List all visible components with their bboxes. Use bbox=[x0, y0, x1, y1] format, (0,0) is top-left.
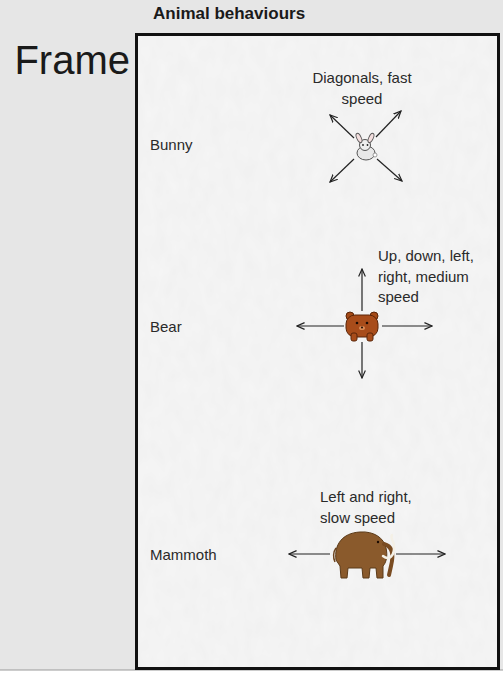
animal-name: Mammoth bbox=[150, 545, 217, 566]
snow-ground bbox=[136, 34, 499, 669]
animal-name: Bunny bbox=[150, 135, 193, 156]
bunny-icon bbox=[355, 133, 377, 160]
bear-arrows bbox=[297, 269, 432, 378]
bear-icon bbox=[346, 312, 378, 341]
behaviour-note: Left and right, slow speed bbox=[320, 487, 444, 528]
frame-heading: Frame bbox=[14, 38, 130, 82]
bunny-arrows bbox=[330, 111, 402, 182]
animal-name: Bear bbox=[150, 317, 182, 338]
behaviour-note: Up, down, left, right, medium speed bbox=[378, 246, 494, 308]
mammoth-icon bbox=[334, 532, 395, 578]
diagram-title: Animal behaviours bbox=[153, 4, 305, 24]
behaviour-note: Diagonals, fast speed bbox=[312, 68, 412, 109]
frame-box: Frame bbox=[135, 33, 500, 670]
